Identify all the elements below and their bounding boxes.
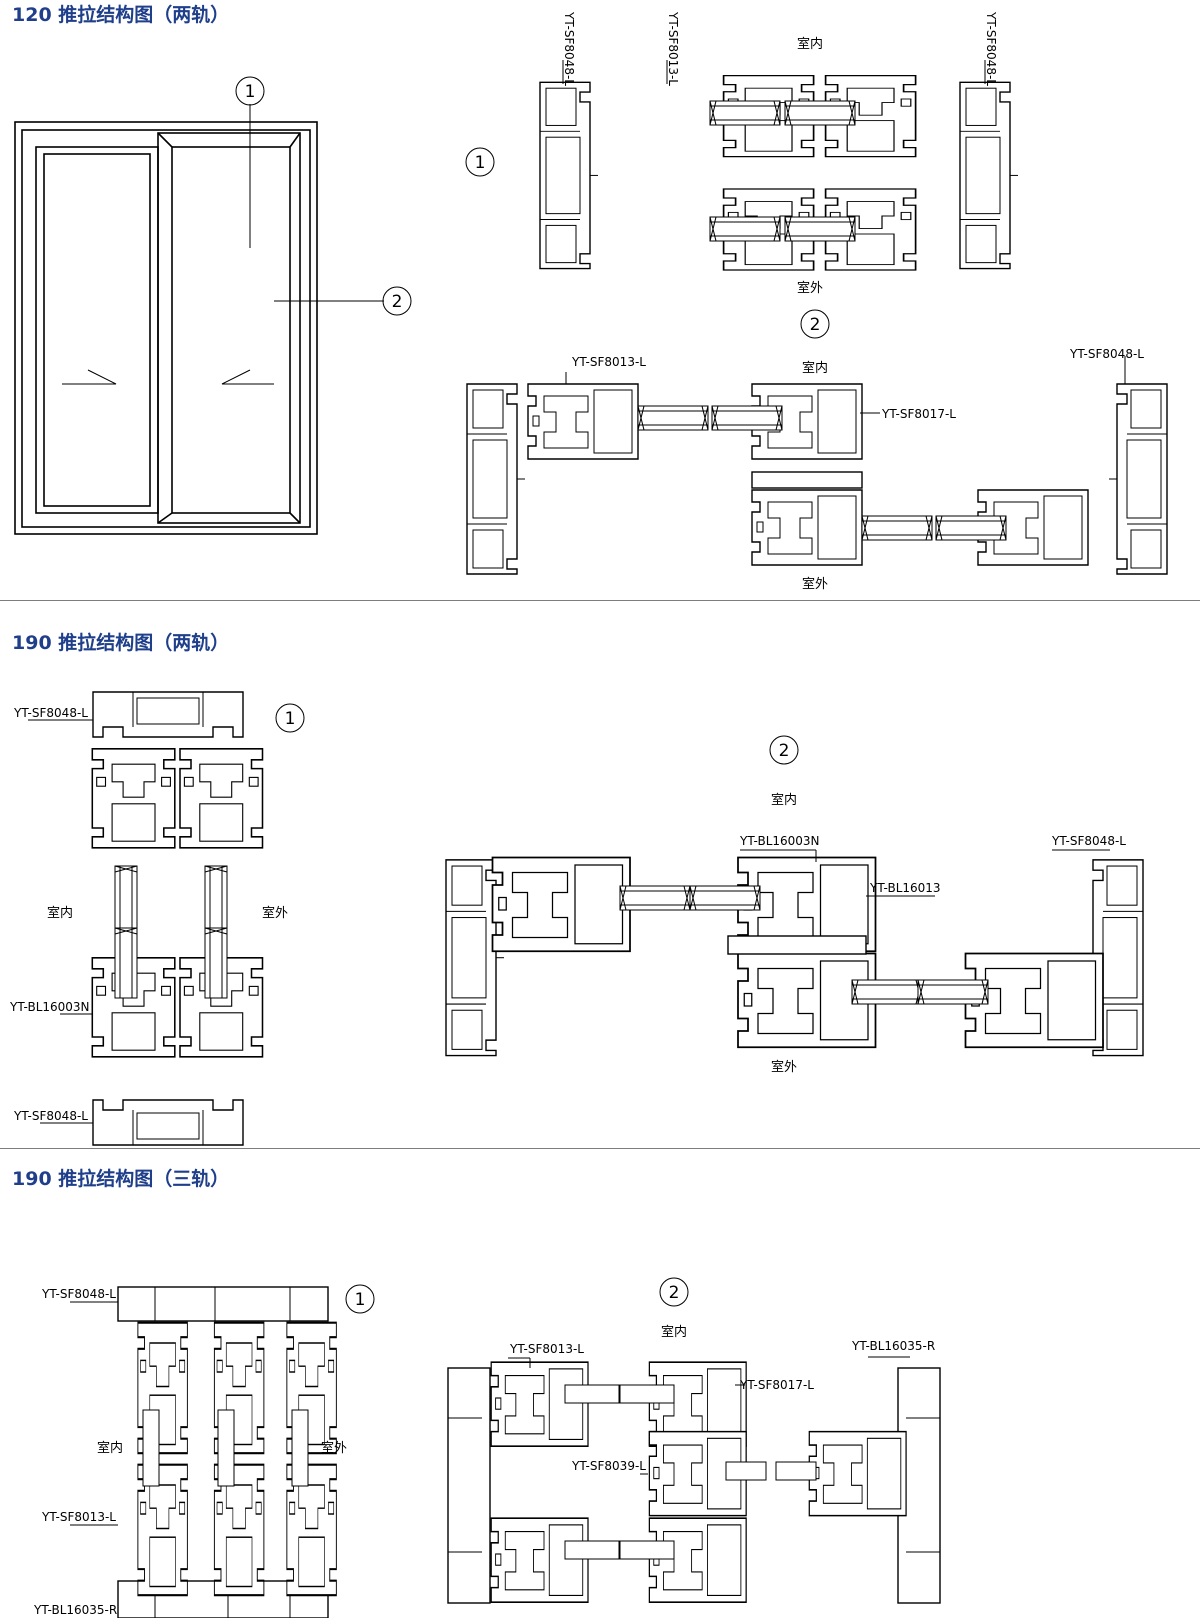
callout-number: 2 [392, 292, 403, 312]
callout-number: 1 [245, 82, 256, 102]
profile-label: YT-SF8048-L [13, 1109, 88, 1123]
section-divider [0, 1148, 1200, 1149]
indoor-label: 室内 [47, 905, 73, 921]
profile-label: YT-SF8013-L [666, 11, 680, 86]
indoor-label: 室内 [97, 1440, 123, 1456]
section-detail-profiles [447, 1356, 941, 1604]
detail-number: 2 [810, 315, 821, 335]
callout-circle: 1 [465, 147, 495, 177]
callout-circle: 2 [769, 735, 799, 765]
profile-label: YT-BL16003N [9, 1000, 90, 1014]
callout-circle: 1 [235, 76, 265, 106]
outdoor-label: 室外 [797, 280, 823, 296]
profile-label: YT-SF8048-L [41, 1287, 116, 1301]
section-detail-profiles [28, 691, 264, 1146]
indoor-label: 室内 [771, 792, 797, 808]
profile-label: YT-BL16035-R [851, 1339, 935, 1353]
profile-label: YT-SF8048-L [984, 11, 998, 86]
outdoor-label: 室外 [771, 1059, 797, 1075]
profile-label: YT-SF8013-L [509, 1342, 584, 1356]
callout-circle: 2 [659, 1277, 689, 1307]
callout-circle: 1 [275, 703, 305, 733]
profile-label: YT-SF8017-L [881, 407, 956, 421]
callout-circle: 2 [800, 309, 830, 339]
outdoor-label: 室外 [802, 576, 828, 592]
section-detail-profiles [70, 1286, 338, 1618]
section-divider [0, 600, 1200, 601]
indoor-label: 室内 [797, 36, 823, 52]
profile-label: YT-SF8039-L [571, 1459, 646, 1473]
profile-label: YT-SF8013-L [41, 1510, 116, 1524]
section-detail-profiles [539, 60, 1019, 271]
indoor-label: 室内 [661, 1324, 687, 1340]
section-detail-profiles [445, 849, 1144, 1057]
outdoor-label: 室外 [321, 1440, 347, 1456]
profile-label: YT-SF8048-L [1069, 347, 1144, 361]
detail-number: 1 [355, 1290, 366, 1310]
profile-label: YT-SF8048-L [1051, 834, 1126, 848]
section-title-120-two-rail: 120 推拉结构图（两轨） [12, 4, 230, 26]
section-detail-profiles [466, 356, 1168, 575]
profile-label: YT-BL16003N [739, 834, 820, 848]
indoor-label: 室内 [802, 360, 828, 376]
detail-number: 1 [285, 709, 296, 729]
profile-label: YT-BL16035-R [33, 1603, 117, 1617]
window-elevation [14, 104, 384, 535]
section-title-190-three-rail: 190 推拉结构图（三轨） [12, 1168, 230, 1190]
section-title-190-two-rail: 190 推拉结构图（两轨） [12, 632, 230, 654]
profile-label: YT-BL16013 [869, 881, 941, 895]
profile-label: YT-SF8048-L [13, 706, 88, 720]
outdoor-label: 室外 [262, 905, 288, 921]
profile-label: YT-SF8048-L [562, 11, 576, 86]
profile-label: YT-SF8017-L [739, 1378, 814, 1392]
profile-label: YT-SF8013-L [571, 355, 646, 369]
callout-circle: 1 [345, 1284, 375, 1314]
detail-number: 2 [779, 741, 790, 761]
detail-number: 2 [669, 1283, 680, 1303]
callout-circle: 2 [382, 286, 412, 316]
detail-number: 1 [475, 153, 486, 173]
